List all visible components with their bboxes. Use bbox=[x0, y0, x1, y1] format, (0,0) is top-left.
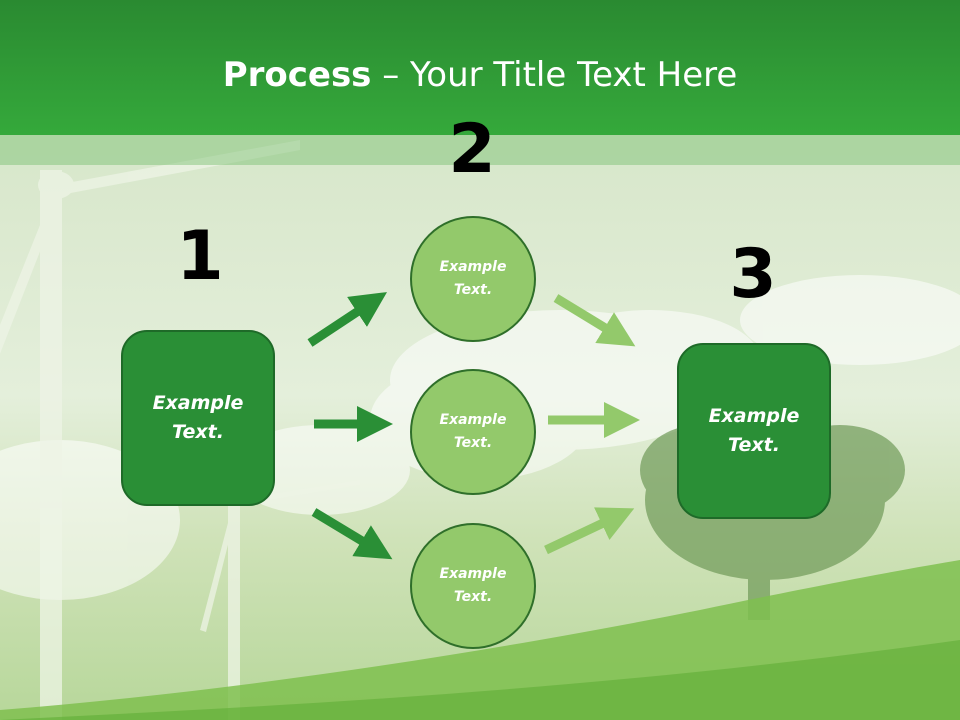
circle-middle: Example Text. bbox=[410, 369, 536, 495]
step-number-1: 1 bbox=[176, 217, 224, 296]
step-number-3: 3 bbox=[729, 235, 777, 314]
arrow-light-up-right bbox=[544, 507, 635, 555]
step-number-2: 2 bbox=[448, 110, 496, 189]
right-box-text: Example Text. bbox=[708, 405, 800, 456]
circle-bottom: Example Text. bbox=[410, 523, 536, 649]
title-bar: Process – Your Title Text Here bbox=[0, 0, 960, 135]
left-box-text: Example Text. bbox=[152, 392, 244, 443]
circle-bottom-text: Example Text. bbox=[439, 566, 507, 605]
title-bold: Process bbox=[222, 55, 372, 95]
arrow-light-down-right bbox=[553, 294, 636, 347]
circle-top-text: Example Text. bbox=[439, 259, 507, 298]
arrow-down-right bbox=[311, 508, 393, 560]
title-rest: – Your Title Text Here bbox=[371, 55, 738, 95]
circle-top: Example Text. bbox=[410, 216, 536, 342]
header-band bbox=[0, 135, 960, 165]
left-process-box: Example Text. bbox=[121, 330, 275, 506]
right-process-box: Example Text. bbox=[677, 343, 831, 519]
arrow-up-right bbox=[307, 292, 388, 347]
circle-middle-text: Example Text. bbox=[439, 412, 507, 451]
slide-title: Process – Your Title Text Here bbox=[0, 52, 960, 98]
